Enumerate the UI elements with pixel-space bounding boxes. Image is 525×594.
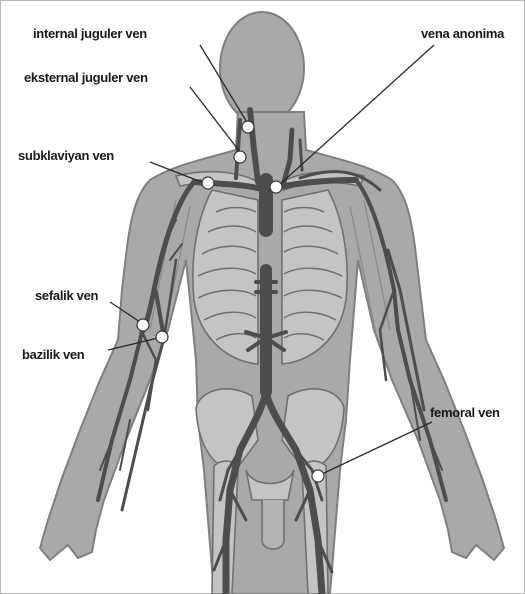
internal-jugular-marker	[242, 121, 254, 133]
label-cephalic: sefalik ven	[35, 288, 99, 303]
basilic-marker	[156, 331, 168, 343]
external-jugular-marker	[234, 151, 246, 163]
label-basilic: bazilik ven	[22, 347, 85, 362]
label-anonima: vena anonima	[421, 26, 505, 41]
label-subclavian: subklaviyan ven	[18, 148, 114, 163]
label-external-jugular: eksternal juguler ven	[24, 70, 148, 85]
subclavian-marker	[202, 177, 214, 189]
cephalic-marker	[137, 319, 149, 331]
groin-outline	[262, 500, 284, 549]
label-femoral: femoral ven	[430, 405, 500, 420]
anonima-marker	[270, 181, 282, 193]
label-internal-jugular: internal juguler ven	[33, 26, 147, 41]
femoral-marker	[312, 470, 324, 482]
